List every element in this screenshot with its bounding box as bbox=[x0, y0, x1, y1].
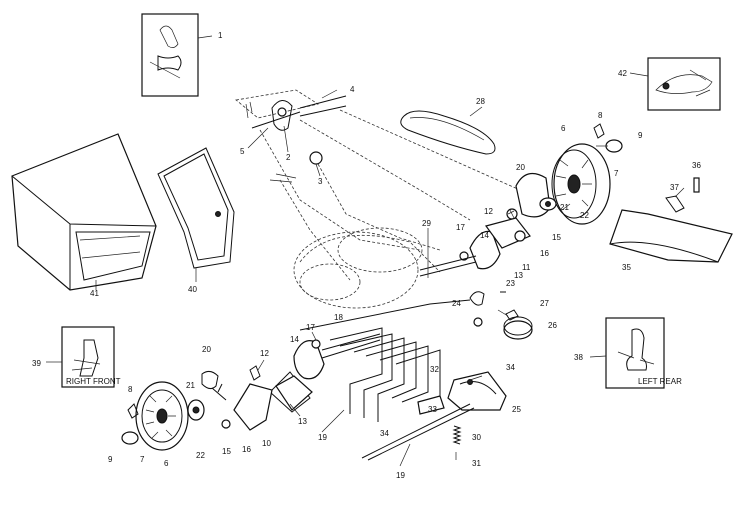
callout-24: 24 bbox=[452, 299, 461, 308]
callout-15-upper: 15 bbox=[552, 233, 561, 242]
callout-3: 3 bbox=[318, 177, 323, 186]
handle-dashed-guides bbox=[259, 109, 521, 281]
callout-12-lower: 12 bbox=[260, 349, 269, 358]
lower-gear-case bbox=[249, 333, 381, 413]
callout-9-lower: 9 bbox=[108, 455, 113, 464]
callout-8-upper: 8 bbox=[598, 111, 603, 120]
lower-left-wheel bbox=[121, 381, 189, 451]
callout-39: 39 bbox=[32, 359, 41, 368]
callout-20-upper: 20 bbox=[516, 163, 525, 172]
callout-17-upper: 17 bbox=[456, 223, 465, 232]
small-hardware-upper-right bbox=[593, 123, 700, 213]
callout-20-lower: 20 bbox=[202, 345, 211, 354]
callout-2: 2 bbox=[286, 153, 291, 162]
bag-frame bbox=[157, 147, 235, 282]
upper-right-wheel bbox=[551, 143, 611, 225]
drive-belt bbox=[400, 106, 496, 155]
callout-37: 37 bbox=[670, 183, 679, 192]
callout-21-upper: 21 bbox=[560, 203, 569, 212]
inset-part-38: LEFT REAR bbox=[589, 317, 682, 389]
grass-bag bbox=[11, 133, 157, 291]
callout-5: 5 bbox=[240, 147, 245, 156]
callout-13-upper: 13 bbox=[514, 271, 523, 280]
callout-19-bottom: 19 bbox=[396, 471, 405, 480]
inset-left-rear-label: LEFT REAR bbox=[638, 377, 682, 386]
leader-lines bbox=[247, 89, 685, 467]
inset-right-front-label: RIGHT FRONT bbox=[66, 377, 121, 386]
callout-14-upper: 14 bbox=[480, 231, 489, 240]
callout-6-lower: 6 bbox=[164, 459, 169, 468]
upper-gear-housing bbox=[506, 172, 557, 220]
callout-31: 31 bbox=[472, 459, 481, 468]
callout-30: 30 bbox=[472, 433, 481, 442]
mower-deck bbox=[293, 227, 441, 309]
lower-drive-case bbox=[361, 371, 507, 461]
callout-7-upper: 7 bbox=[614, 169, 619, 178]
callout-17-lower: 17 bbox=[306, 323, 315, 332]
upper-gear-case bbox=[419, 217, 531, 277]
callout-16-lower: 16 bbox=[242, 445, 251, 454]
callout-18: 18 bbox=[334, 313, 343, 322]
callout-41: 41 bbox=[90, 289, 99, 298]
inset-part-42 bbox=[629, 57, 721, 111]
callout-29: 29 bbox=[422, 219, 431, 228]
callout-28: 28 bbox=[476, 97, 485, 106]
callout-27: 27 bbox=[540, 299, 549, 308]
callout-42: 42 bbox=[618, 69, 627, 78]
callout-34-upper: 34 bbox=[506, 363, 515, 372]
callout-14-lower: 14 bbox=[290, 335, 299, 344]
spring bbox=[452, 425, 462, 460]
callout-36: 36 bbox=[692, 161, 701, 170]
callout-13-lower: 13 bbox=[298, 417, 307, 426]
callout-23: 23 bbox=[506, 279, 515, 288]
callout-1: 1 bbox=[218, 31, 223, 40]
callout-16-upper: 16 bbox=[540, 249, 549, 258]
pulley bbox=[503, 309, 533, 340]
callout-15-lower: 15 bbox=[222, 447, 231, 456]
callout-25: 25 bbox=[512, 405, 521, 414]
callout-34-lower: 34 bbox=[380, 429, 389, 438]
callout-11: 11 bbox=[522, 263, 531, 272]
rear-shroud bbox=[609, 209, 733, 263]
callout-33: 33 bbox=[428, 405, 437, 414]
handle-hardware bbox=[235, 89, 347, 183]
callout-4: 4 bbox=[350, 85, 355, 94]
inset-part-39: RIGHT FRONT bbox=[46, 326, 121, 388]
callout-32: 32 bbox=[430, 365, 439, 374]
callout-7-lower: 7 bbox=[140, 455, 145, 464]
callout-22-lower: 22 bbox=[196, 451, 205, 460]
control-rods bbox=[299, 299, 471, 422]
callout-26: 26 bbox=[548, 321, 557, 330]
callout-labels: 1 4 5 2 3 28 42 8 9 6 7 36 37 20 21 22 1… bbox=[32, 31, 701, 480]
callout-19-left: 19 bbox=[318, 433, 327, 442]
callout-21-lower: 21 bbox=[186, 381, 195, 390]
callout-38: 38 bbox=[574, 353, 583, 362]
callout-12-upper: 12 bbox=[484, 207, 493, 216]
callout-8-lower: 8 bbox=[128, 385, 133, 394]
bracket-parts bbox=[469, 291, 506, 327]
callout-6-upper: 6 bbox=[561, 124, 566, 133]
lower-wheel-bracket bbox=[187, 370, 273, 431]
callout-35: 35 bbox=[622, 263, 631, 272]
callout-9-upper: 9 bbox=[638, 131, 643, 140]
inset-part-1 bbox=[141, 13, 213, 97]
callout-10: 10 bbox=[262, 439, 271, 448]
callout-40: 40 bbox=[188, 285, 197, 294]
callout-22-upper: 22 bbox=[580, 211, 589, 220]
